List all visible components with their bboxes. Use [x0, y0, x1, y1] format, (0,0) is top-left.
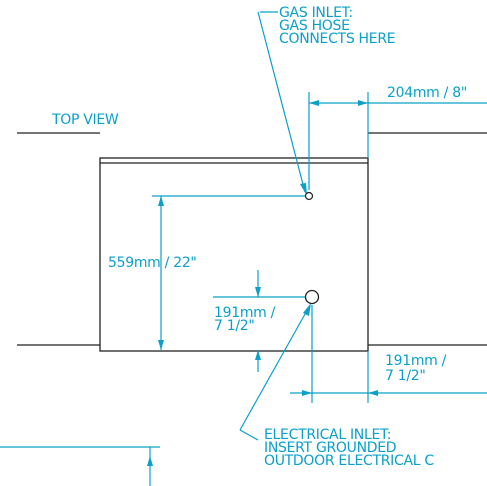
electrical-inlet-label-line-2: INSERT GROUNDED — [264, 440, 397, 456]
gas-offset-arrow-left — [309, 100, 319, 106]
gas-offset-dimension-label: 204mm / 8" — [387, 85, 467, 101]
electrical-vertical-dimension-line-1: 191mm / — [214, 305, 276, 321]
depth-dimension-label: 559mm / 22" — [108, 255, 197, 271]
elec-leader-arrow-line — [239, 306, 310, 431]
elec-v-arrow-bottom — [255, 350, 261, 360]
depth-arrow-bottom — [158, 340, 164, 350]
elec-leader-line — [239, 429, 259, 441]
elec-leader-arrowhead — [303, 303, 311, 316]
electrical-inlet-outlet — [304, 289, 320, 305]
unit-outline — [99, 157, 369, 352]
electrical-vertical-dimension-line-2: 7 1/2" — [214, 318, 255, 334]
electrical-vertical-dimension-label: 191mm / 7 1/2" — [214, 305, 276, 334]
gas-leader-arrowhead — [300, 183, 307, 196]
gas-offset-arrow-right — [358, 100, 368, 106]
gas-inlet-fitting — [304, 191, 314, 201]
gas-leader-arrow-line — [257, 11, 306, 193]
electrical-horizontal-dimension-label: 191mm / 7 1/2" — [385, 353, 447, 384]
lower-dim-arrow — [147, 456, 153, 466]
electrical-horizontal-dimension-line-1: 191mm / — [385, 353, 447, 369]
gas-inlet-label-line-1: GAS INLET: — [279, 5, 353, 21]
elec-v-arrow-top — [255, 287, 261, 297]
elec-h-arrow-right — [368, 390, 378, 396]
gas-inlet-label: GAS INLET: GAS HOSE CONNECTS HERE — [279, 5, 396, 47]
elec-h-arrow-left — [302, 390, 312, 396]
depth-arrow-top — [158, 196, 164, 206]
gas-inlet-label-line-2: GAS HOSE — [279, 18, 350, 34]
gas-inlet-label-line-3: CONNECTS HERE — [279, 31, 396, 47]
electrical-horizontal-dimension-line-2: 7 1/2" — [385, 368, 426, 384]
electrical-inlet-label-line-1: ELECTRICAL INLET: — [264, 427, 392, 443]
electrical-inlet-label: ELECTRICAL INLET: INSERT GROUNDED OUTDOO… — [264, 427, 434, 469]
top-view-label: TOP VIEW — [52, 112, 119, 128]
electrical-inlet-label-line-3: OUTDOOR ELECTRICAL C — [264, 453, 434, 469]
